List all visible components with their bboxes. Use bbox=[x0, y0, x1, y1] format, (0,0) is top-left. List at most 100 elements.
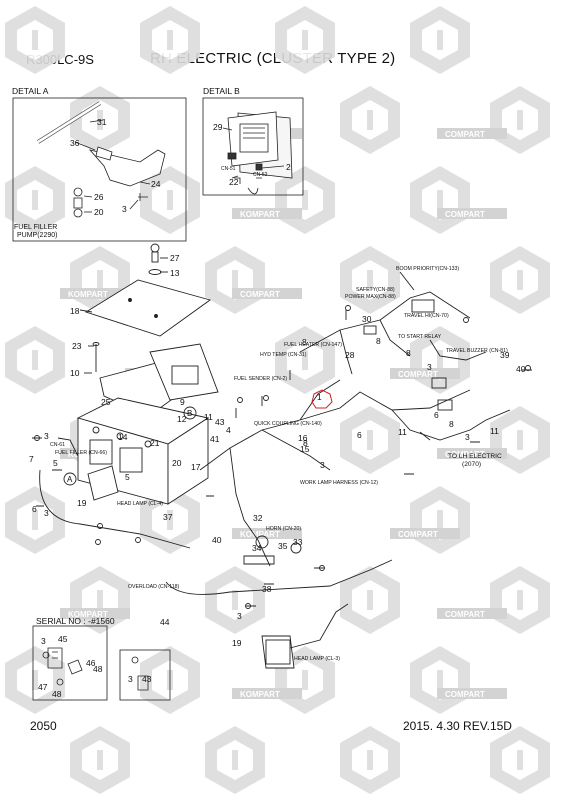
watermark-text: COMPART bbox=[398, 530, 438, 539]
callout-number: 8 bbox=[449, 419, 454, 429]
callout-number: 9 bbox=[180, 397, 185, 407]
callout-number: 8 bbox=[376, 336, 381, 346]
callout-number: 8 bbox=[303, 438, 308, 448]
callout-number: 3 bbox=[320, 460, 325, 470]
callout-number: 24 bbox=[151, 179, 161, 189]
watermark-text: COMPART bbox=[445, 130, 485, 139]
watermark-text: COMPART bbox=[445, 690, 485, 699]
callout-number: 48 bbox=[52, 689, 62, 699]
callout-number: 40 bbox=[212, 535, 222, 545]
callout-number: 16 bbox=[298, 433, 308, 443]
page-number: 2050 bbox=[30, 719, 57, 733]
callout-number: 20 bbox=[94, 207, 104, 217]
callout-number: 29 bbox=[213, 122, 223, 132]
callout-number: 25 bbox=[101, 397, 111, 407]
watermark-text: KOMPART bbox=[240, 530, 280, 539]
callout-number: 2 bbox=[286, 162, 291, 172]
callout-number: 3 bbox=[427, 362, 432, 372]
annotation: FUEL HEATER (CN-147) bbox=[284, 342, 342, 348]
callout-number: 44 bbox=[160, 617, 170, 627]
callout-number: 10 bbox=[70, 368, 80, 378]
callout-number: 11 bbox=[490, 426, 499, 436]
annotation: BOOM PRIORITY(CN-133) bbox=[396, 266, 459, 272]
main-assembly bbox=[32, 243, 532, 669]
annotation: CN-61 bbox=[50, 442, 65, 448]
detail-b-label: DETAIL B bbox=[203, 86, 240, 96]
serial-box bbox=[32, 625, 171, 701]
callout-number: 27 bbox=[170, 253, 180, 263]
callout-number: 41 bbox=[210, 434, 220, 444]
callout-number: 8 bbox=[302, 337, 307, 347]
callout-number: 48 bbox=[93, 664, 103, 674]
connector-label: CN-52 bbox=[253, 172, 268, 178]
callout-number: 33 bbox=[293, 537, 303, 547]
watermark-text: COMPART bbox=[445, 210, 485, 219]
detail-a-caption: FUEL FILLER bbox=[14, 224, 57, 231]
annotation: OVERLOAD (CN-118) bbox=[128, 584, 179, 590]
callout-number: 28 bbox=[345, 350, 355, 360]
callout-number: 34 bbox=[252, 543, 262, 553]
callout-number: 40 bbox=[516, 364, 526, 374]
watermark-text: COMPART bbox=[445, 610, 485, 619]
callout-number: 6 bbox=[357, 430, 362, 440]
callout-number: 37 bbox=[163, 512, 173, 522]
watermark-text: KOMPART bbox=[240, 210, 280, 219]
watermark-text: KOMPART bbox=[240, 690, 280, 699]
annotation: TO START RELAY bbox=[398, 334, 442, 340]
callout-number: 6 bbox=[434, 410, 439, 420]
callout-number: 14 bbox=[118, 432, 128, 442]
annotation: POWER MAX(CN-88) bbox=[345, 294, 396, 300]
annotation: SAFETY(CN-88) bbox=[356, 287, 395, 293]
detail-a-box bbox=[12, 97, 187, 242]
callout-number: 5 bbox=[53, 458, 58, 468]
callout-number: 45 bbox=[58, 634, 68, 644]
detail-marker: A bbox=[67, 475, 73, 484]
callout-number: 3 bbox=[122, 204, 127, 214]
callout-number: 1 bbox=[317, 392, 322, 402]
annotation: TO LH ELECTRIC bbox=[448, 453, 502, 460]
callout-number: 18 bbox=[70, 306, 80, 316]
callout-number: 22 bbox=[229, 177, 239, 187]
annotation: (2070) bbox=[462, 461, 481, 468]
callout-number: 20 bbox=[172, 458, 182, 468]
callout-number: 13 bbox=[170, 268, 180, 278]
callout-number: 8 bbox=[406, 348, 411, 358]
callout-number: 30 bbox=[362, 314, 372, 324]
callout-number: 3 bbox=[237, 611, 242, 621]
callout-number: 19 bbox=[232, 638, 242, 648]
watermark-text: KOMPART bbox=[68, 290, 108, 299]
callout-number: 46 bbox=[86, 658, 96, 668]
annotation: TRAVEL HI(CN-70) bbox=[404, 313, 449, 319]
callout-number: 3 bbox=[44, 508, 49, 518]
callout-number: 6 bbox=[32, 504, 37, 514]
callout-number: 43 bbox=[215, 417, 225, 427]
watermark-text: KOMPART bbox=[68, 610, 108, 619]
annotation: HYD TEMP (CN-31) bbox=[260, 352, 307, 358]
callout-number: 3 bbox=[465, 432, 470, 442]
annotation: QUICK COUPLING (CN-140) bbox=[254, 421, 322, 427]
callout-layer: 31 36 24 26 20 3 FUEL FILLER PUMP(2290) … bbox=[14, 117, 526, 699]
annotation: HEAD LAMP (CL-3) bbox=[294, 656, 340, 662]
callout-number: 15 bbox=[300, 444, 310, 454]
callout-number: 43 bbox=[142, 674, 152, 684]
callout-number: 32 bbox=[253, 513, 263, 523]
connector-label: CN-51 bbox=[221, 166, 236, 172]
detail-b-box bbox=[202, 97, 304, 196]
annotation-layer: BOOM PRIORITY(CN-133) SAFETY(CN-88) POWE… bbox=[50, 266, 508, 662]
annotation: HEAD LAMP (CL-4) bbox=[117, 501, 163, 507]
callout-number: 36 bbox=[70, 138, 80, 148]
watermark-text: COMPART bbox=[445, 450, 485, 459]
watermark-text: COMPART bbox=[398, 370, 438, 379]
callout-number: 19 bbox=[77, 498, 87, 508]
callout-number: 23 bbox=[72, 341, 82, 351]
callout-number: 35 bbox=[278, 541, 288, 551]
annotation: FUEL FILLER (CN-66) bbox=[55, 450, 107, 456]
callout-number: 21 bbox=[150, 438, 160, 448]
watermark-text: COMPART bbox=[240, 290, 280, 299]
annotation: FUEL SENDER (CN-2) bbox=[234, 376, 287, 382]
callout-number: 3 bbox=[41, 636, 46, 646]
callout-number: 26 bbox=[94, 192, 104, 202]
revision-date: 2015. 4.30 REV.15D bbox=[403, 719, 512, 733]
callout-number: 3 bbox=[128, 674, 133, 684]
